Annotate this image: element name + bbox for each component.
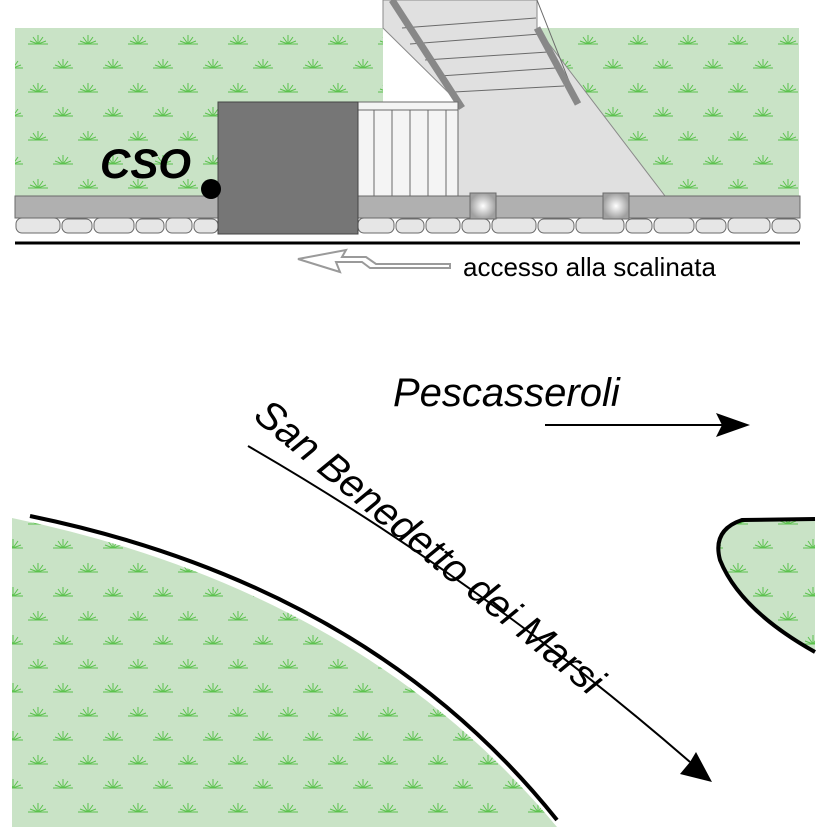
pescasseroli-label: Pescasseroli (393, 371, 621, 415)
cso-label: CSO (100, 140, 191, 187)
road-edge-right (716, 517, 816, 654)
access-arrow-icon (297, 248, 451, 274)
stair-handrail-left (389, 0, 465, 110)
grass-bottom-left (12, 514, 559, 827)
road-edge-left (29, 514, 559, 822)
wall-post (469, 192, 497, 220)
grass-bottom-right (716, 517, 816, 654)
cso-marker-icon (201, 179, 221, 199)
access-label: accesso alla scalinata (463, 252, 716, 282)
stair-handrail-right (533, 26, 582, 106)
cobblestones (15, 217, 801, 234)
stair-gate (357, 101, 459, 197)
wall-post (602, 192, 630, 220)
cso-building (217, 101, 359, 235)
stone-wall (14, 192, 801, 234)
san-benedetto-arrow-icon (247, 445, 712, 782)
pescasseroli-arrow-icon (545, 413, 750, 437)
